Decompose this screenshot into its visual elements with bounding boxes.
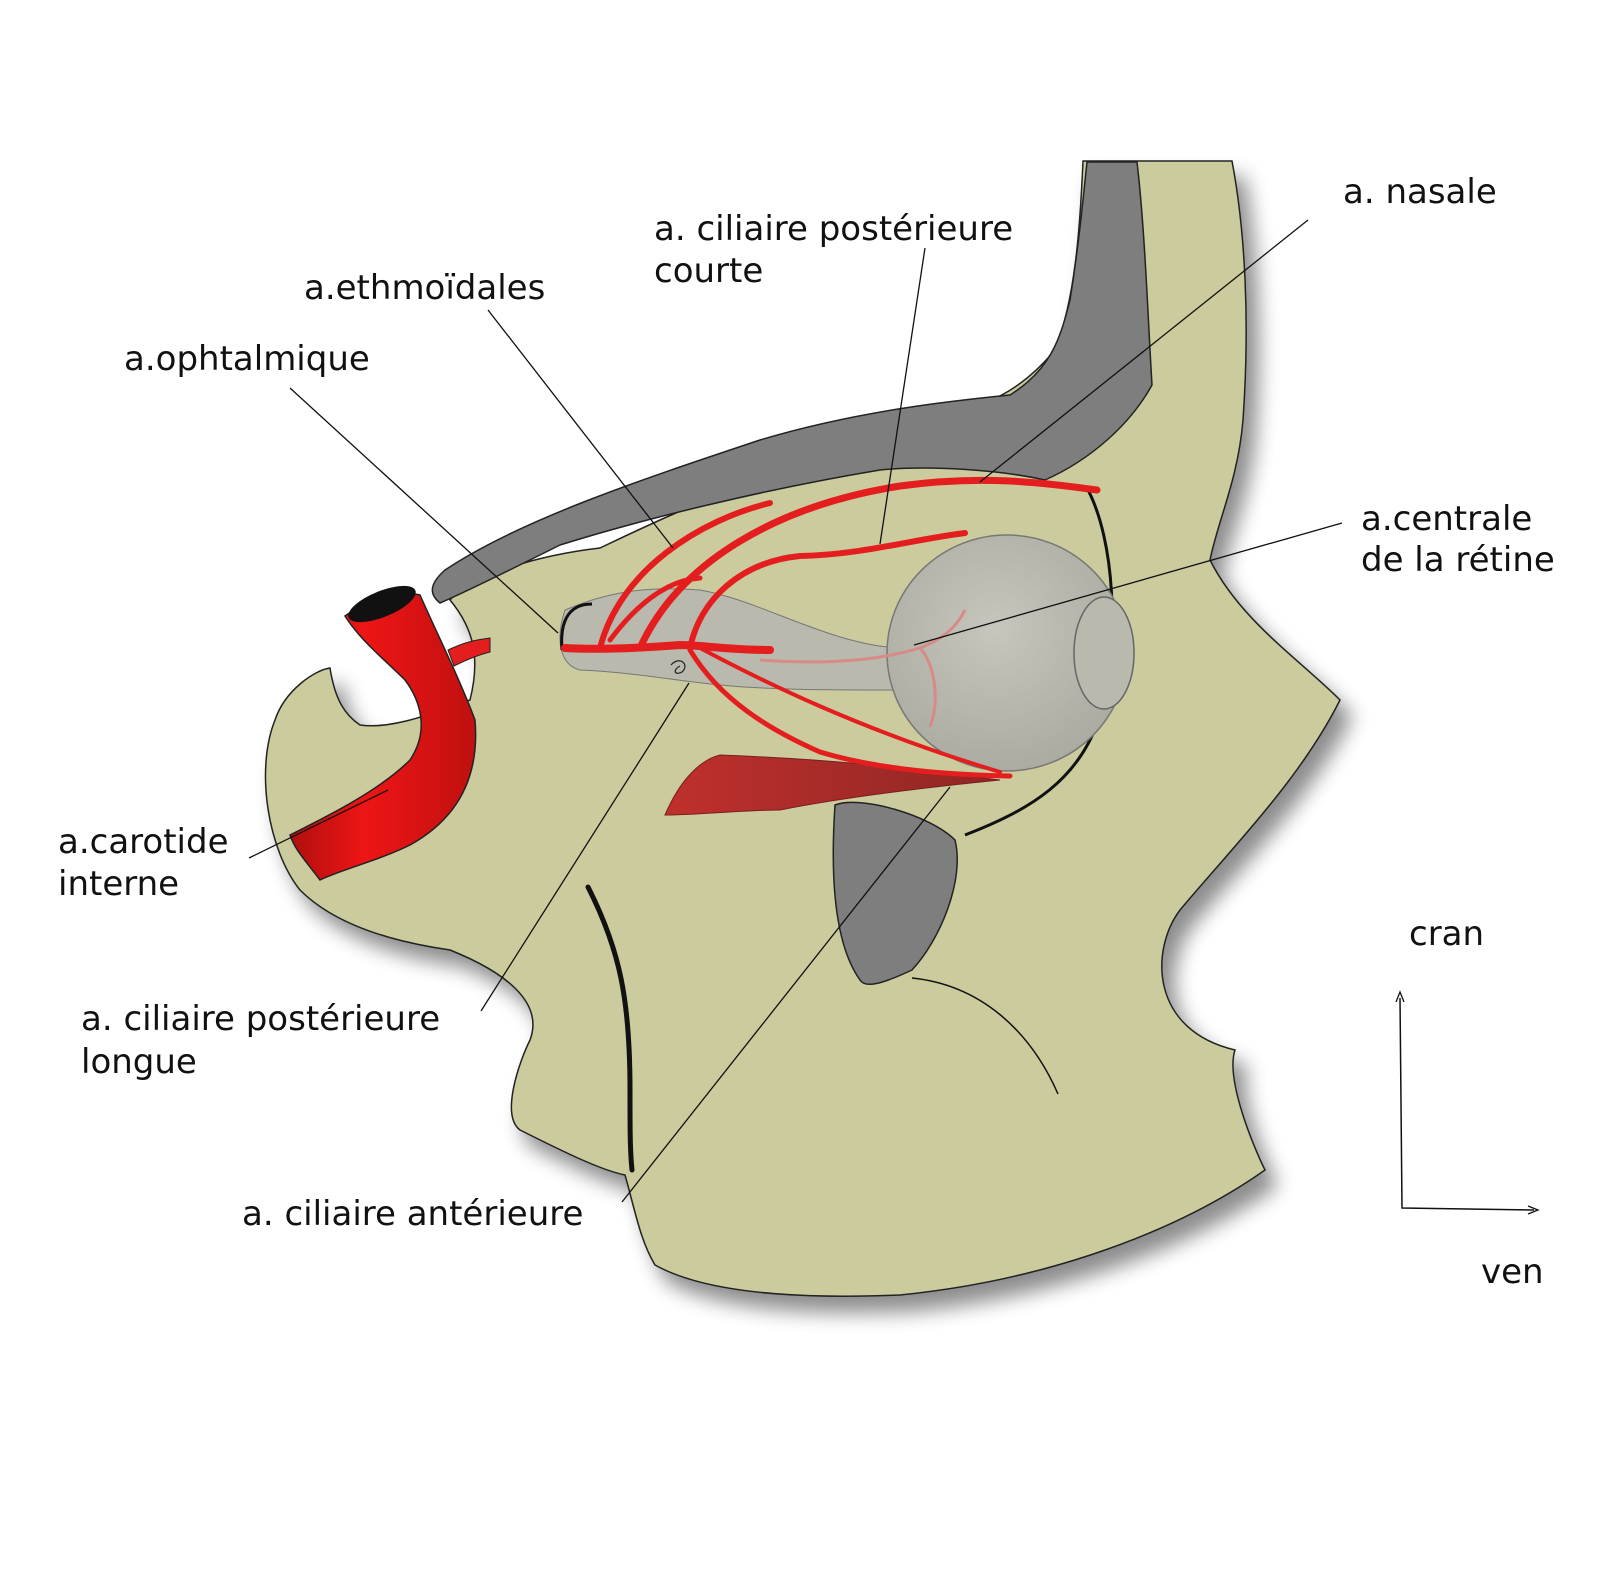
label-ciliaire-anterieure: a. ciliaire antérieure <box>242 1194 583 1234</box>
label-carotide-2: interne <box>58 864 179 904</box>
carotid-opening <box>348 585 416 623</box>
optic-nerve <box>559 588 901 691</box>
optic-canal-arc <box>560 602 593 651</box>
carotid-branch <box>447 637 491 667</box>
ophthalmic-artery-branches <box>561 476 1101 779</box>
label-centrale-2: de la rétine <box>1361 540 1555 580</box>
label-ophtalmique: a.ophtalmique <box>124 339 370 379</box>
label-ciliaire-post-courte-2: courte <box>654 251 763 291</box>
lower-thin-line <box>911 977 1059 1095</box>
carotid-artery <box>289 592 477 881</box>
label-ethmoidales: a.ethmoïdales <box>304 268 545 308</box>
label-centrale-1: a.centrale <box>1361 499 1532 539</box>
label-carotide-1: a.carotide <box>58 822 228 862</box>
label-nasale: a. nasale <box>1343 172 1497 212</box>
label-ciliaire-post-courte-1: a. ciliaire postérieure <box>654 209 1013 249</box>
label-ciliaire-post-longue-2: longue <box>81 1042 197 1082</box>
orientation-right-label: ven <box>1481 1252 1544 1292</box>
cornea <box>1073 596 1135 710</box>
cranial-line <box>585 884 635 1173</box>
retinal-vessels <box>759 609 967 728</box>
label-ciliaire-post-longue-1: a. ciliaire postérieure <box>81 999 440 1039</box>
maxillary-bone <box>832 801 958 986</box>
orbital-roof-bone <box>431 161 1153 604</box>
leader-lines <box>248 219 1343 1203</box>
orientation-up-label: cran <box>1409 914 1484 954</box>
orientation-axes <box>1395 990 1540 1215</box>
